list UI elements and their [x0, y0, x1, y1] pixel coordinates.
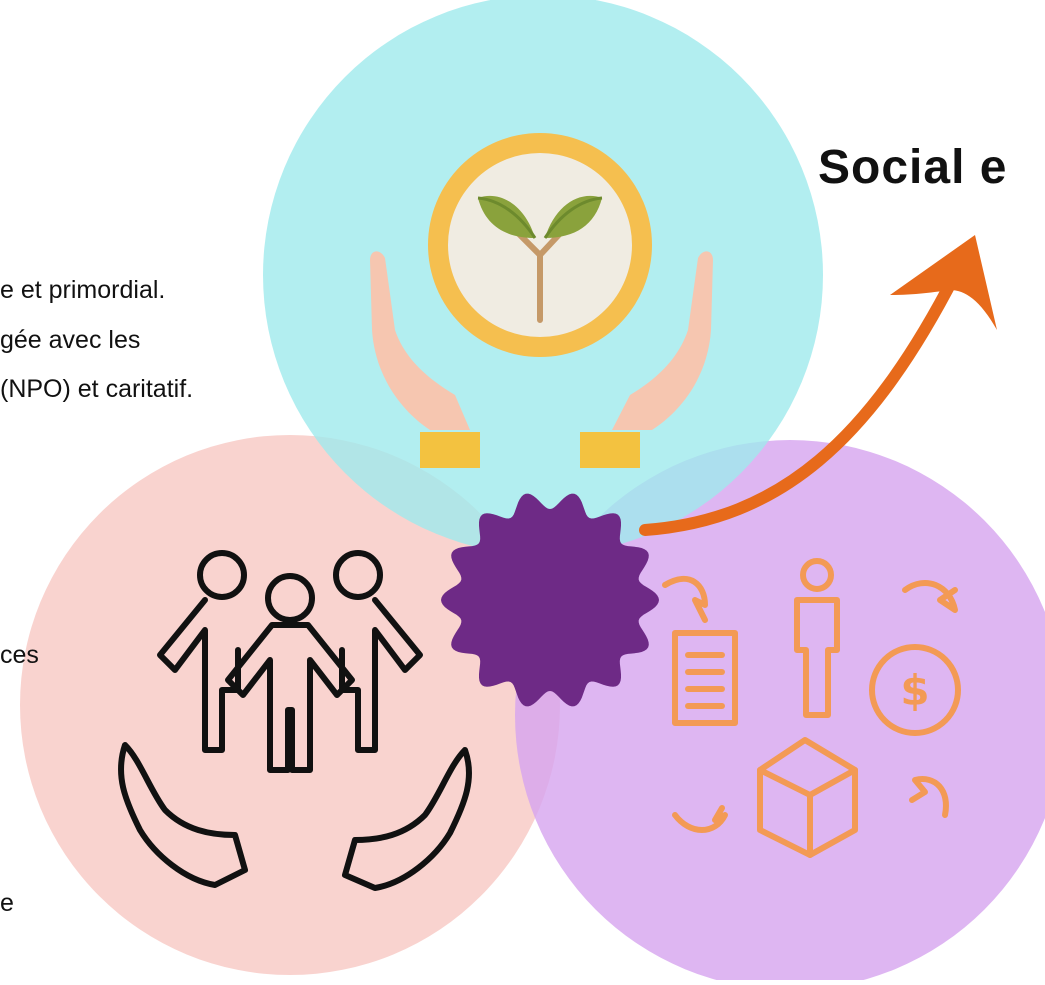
text-line-1: e et primordial. — [0, 276, 166, 304]
heading-text: Social e — [818, 141, 1008, 194]
circle-left — [20, 435, 560, 975]
svg-text:$: $ — [900, 666, 929, 715]
text-line-4: ces — [0, 641, 39, 669]
text-line-2: gée avec les — [0, 326, 141, 354]
plant-in-hands-icon — [370, 133, 713, 468]
text-line-3: (NPO) et caritatif. — [0, 375, 194, 403]
text-line-5: e — [0, 889, 14, 917]
economy-cycle-icon: $ — [662, 558, 961, 858]
circle-right — [515, 440, 1045, 985]
people-in-hands-icon — [117, 550, 473, 891]
wavy-badge-icon — [441, 493, 659, 707]
growth-arrow-icon — [639, 235, 997, 536]
